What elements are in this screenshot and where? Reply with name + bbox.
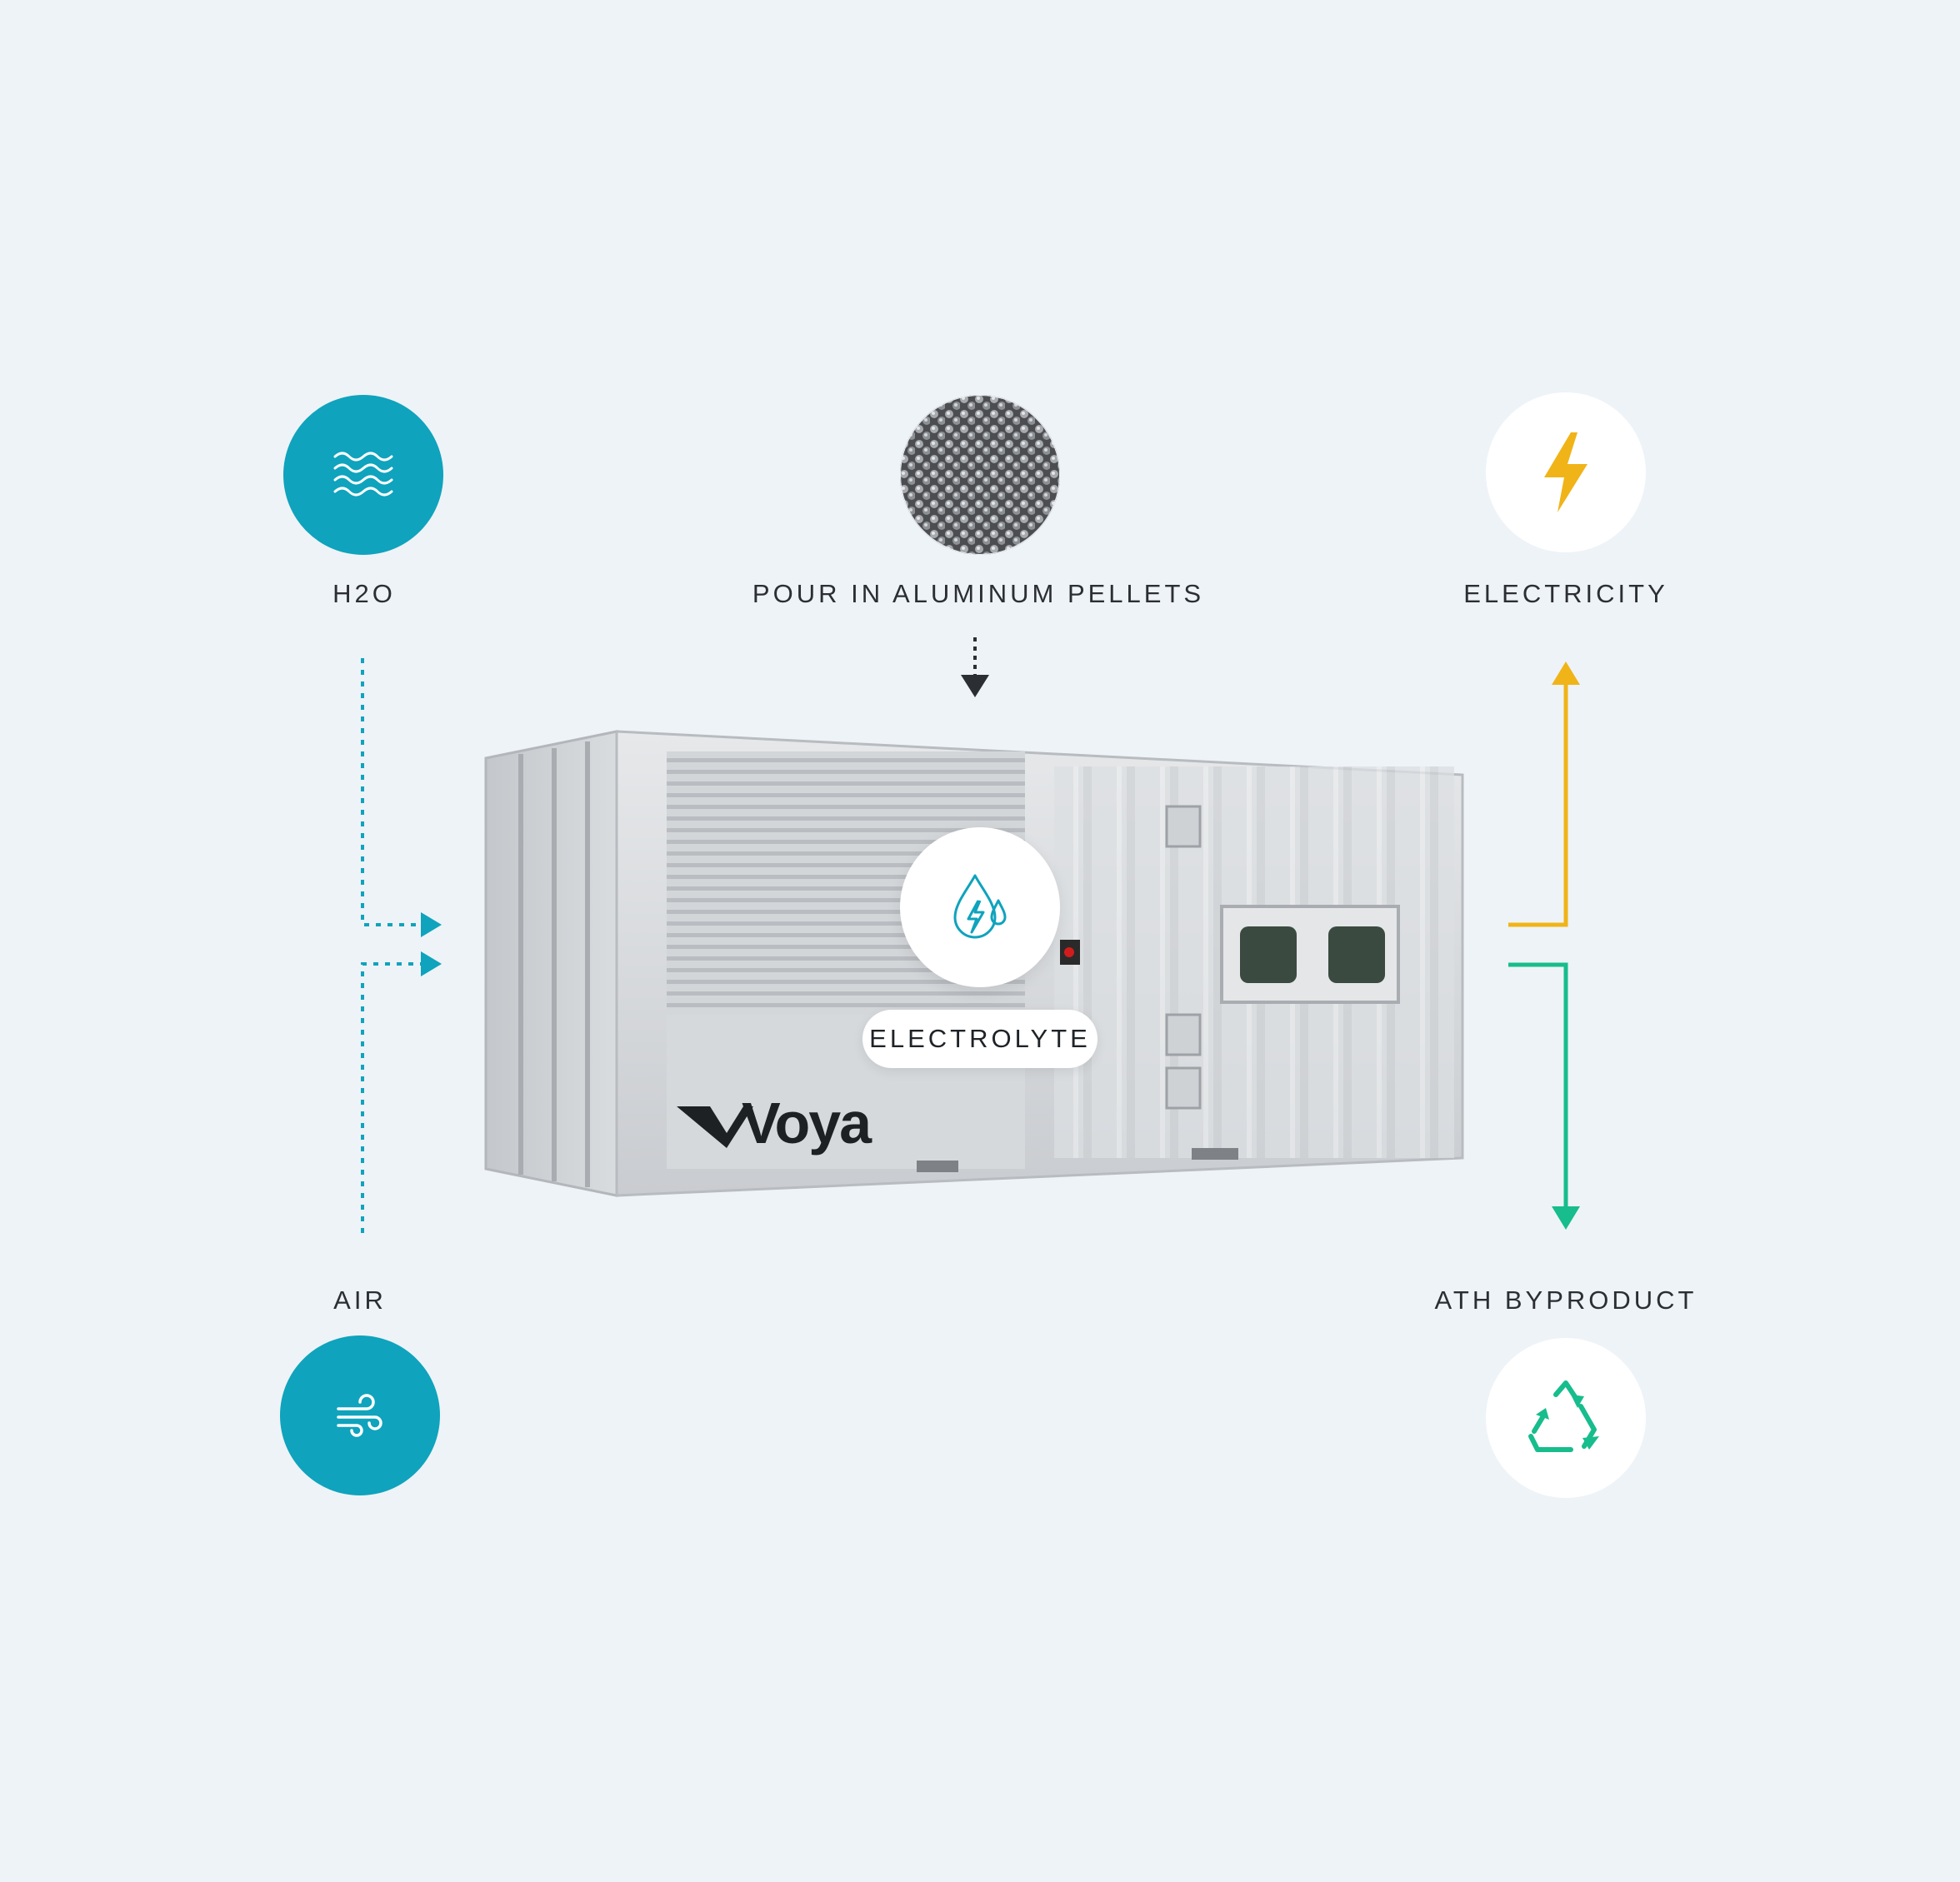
electrolyte-label: ELECTROLYTE	[862, 1010, 1098, 1068]
wind-icon	[337, 1394, 382, 1437]
byproduct-label: ATH BYPRODUCT	[1434, 1285, 1698, 1315]
droplet-bolt-icon	[953, 874, 1007, 939]
byproduct-circle	[1486, 1338, 1646, 1498]
lightning-bolt-icon	[1544, 432, 1588, 512]
air-label: AIR	[333, 1285, 387, 1315]
air-circle	[280, 1335, 440, 1495]
air-flow-line	[361, 951, 442, 1233]
waves-icon	[333, 452, 393, 497]
brand-wordmark: Voya	[742, 1091, 872, 1156]
aluminum-flow-line	[961, 637, 989, 697]
water-circle	[283, 395, 443, 555]
byproduct-flow-line	[1508, 962, 1580, 1230]
water-flow-line	[361, 658, 442, 937]
voya-logo-mark	[677, 1106, 753, 1148]
aluminum-pellets-image	[900, 395, 1060, 555]
water-label: H2O	[332, 579, 396, 608]
recycle-icon	[1528, 1380, 1599, 1452]
aluminum-label: POUR IN ALUMINUM PELLETS	[752, 579, 1205, 608]
electricity-circle	[1486, 392, 1646, 552]
electricity-flow-line	[1508, 661, 1580, 927]
electrolyte-circle	[900, 827, 1060, 987]
electricity-label: ELECTRICITY	[1463, 579, 1668, 608]
